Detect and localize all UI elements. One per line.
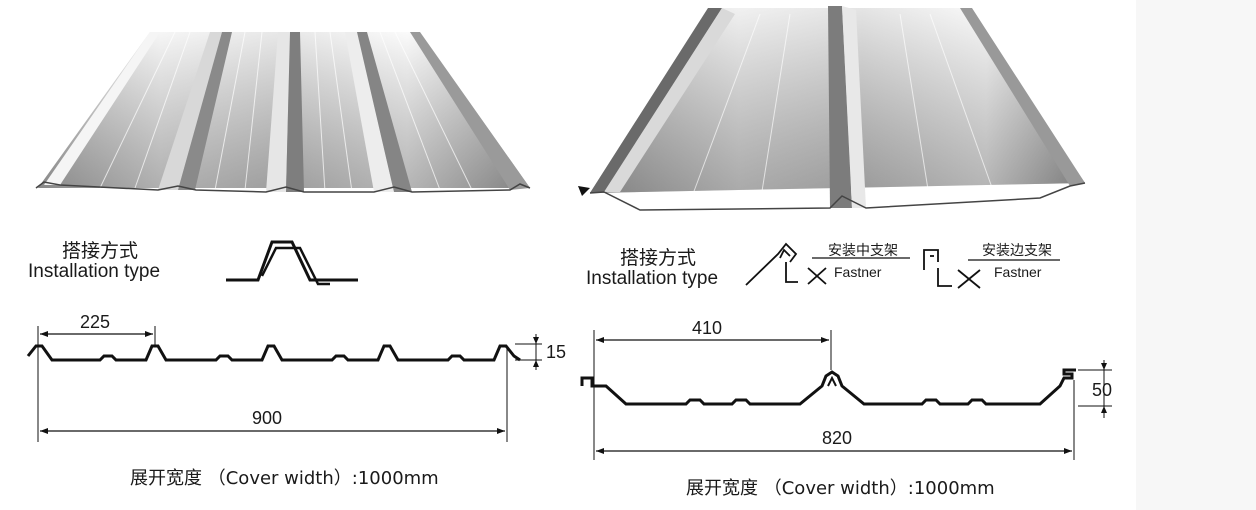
left-dim-pitch: 225 [80,312,111,332]
left-install-label-zh: 搭接方式 [62,240,139,262]
side-strip [1136,0,1256,510]
left-panel-image [35,31,531,193]
right-cover-zh: 展开宽度 [686,478,758,499]
left-profile-drawing [26,326,542,442]
right-profile-drawing [580,330,1112,460]
mid-fastener-label-en: Fastner [834,264,882,280]
left-cover-en: （Cover width）:1000mm [207,468,439,489]
mid-fastener-label-zh: 安装中支架 [828,243,898,259]
right-install-label-en: Installation type [586,268,719,289]
left-install-label-en: Installation type [28,261,161,282]
edge-fastener-icon [923,249,1060,289]
left-overlap-icon [226,240,358,286]
right-cover-width: 展开宽度 （Cover width）:1000mm [686,474,995,500]
right-dim-pitch: 410 [692,318,723,338]
left-cover-zh: 展开宽度 [130,468,202,489]
left-cover-width: 展开宽度 （Cover width）:1000mm [130,464,439,490]
right-dim-height: 50 [1092,380,1113,400]
right-dim-width: 820 [822,428,853,448]
left-dim-width: 900 [252,408,283,428]
edge-fastener-label-zh: 安装边支架 [982,243,1052,259]
right-install-label-zh: 搭接方式 [620,247,697,269]
right-panel-image [578,6,1086,211]
edge-fastener-label-en: Fastner [994,264,1042,280]
left-dim-height: 15 [546,342,567,362]
mid-fastener-icon [745,242,910,286]
right-cover-en: （Cover width）:1000mm [763,478,995,499]
